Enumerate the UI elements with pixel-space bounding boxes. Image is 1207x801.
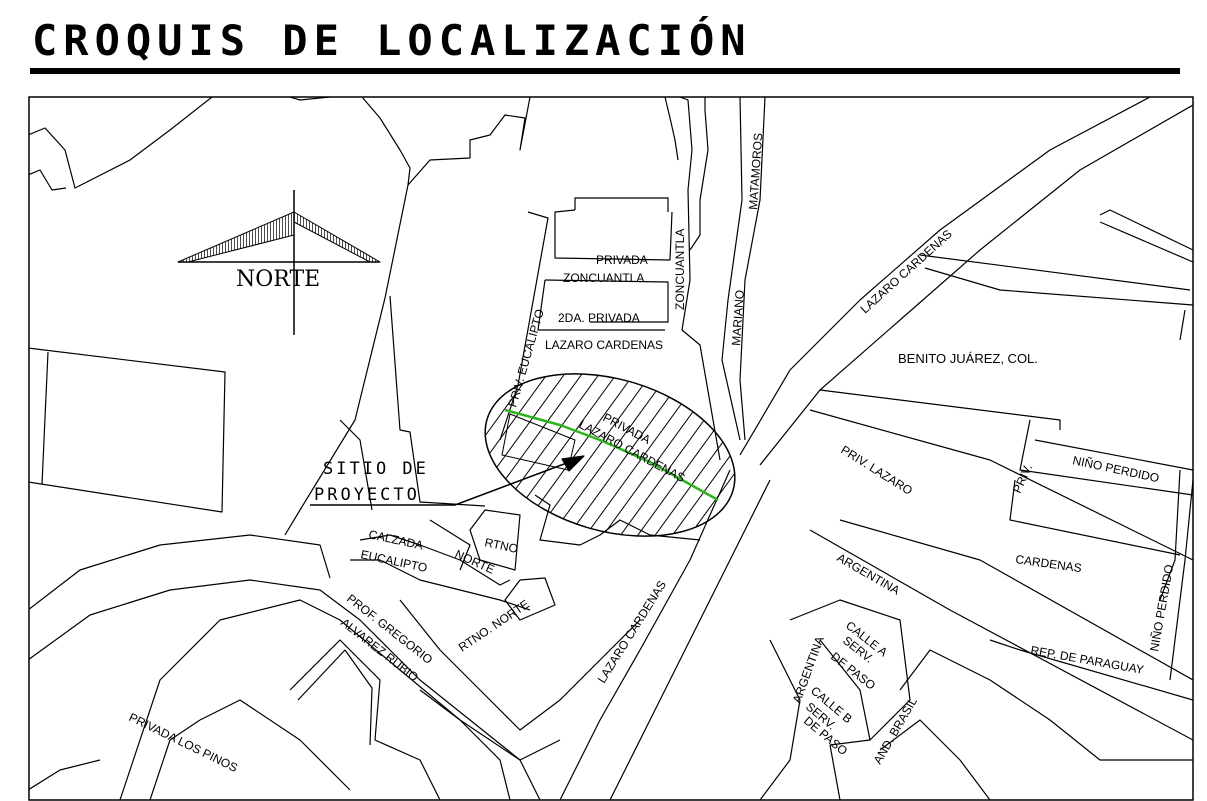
street-segunda-privada: 2DA. PRIVADA [558,311,640,325]
site-label-line2: PROYECTO [314,485,420,505]
street-lazaro-cardenas-south: LAZARO CARDENAS [595,578,669,686]
map-title: CROQUIS DE LOCALIZACIÓN [32,16,752,65]
block-northwest [29,97,213,191]
street-rep-paraguay: REP. DE PARAGUAY [1029,643,1144,677]
site-label-line1: SITIO DE [323,459,429,479]
street-nino-perdido: NIÑO PERDIDO [1071,453,1160,485]
blocks-east [809,209,1193,741]
street-calzada: CALZADA [367,527,424,552]
colony-benito-juarez: BENITO JUÁREZ, COL. [898,351,1038,366]
street-lazaro-cardenas-ne: LAZARO CARDENAS [858,227,955,316]
street-priv-lazaro: PRIV. LAZARO [838,443,915,498]
street-cardenas: CARDENAS [1015,552,1083,575]
block-north-streets [499,97,721,461]
project-site-area [484,373,736,537]
street-lazaro-cardenas-top: LAZARO CARDENAS [545,338,663,352]
street-zoncuantla: ZONCUANTLA [563,271,644,285]
blocks-south-central [350,494,701,761]
road-lazaro-cardenas [559,97,1193,800]
road-prof-gregorio [29,534,541,800]
street-mariano: MARIANO [729,289,747,346]
street-norte: NORTE [453,547,497,577]
road-matamoros [721,97,766,441]
street-rtno-norte: RTNO. NORTE [456,597,532,655]
street-nino-perdido-vertical: NIÑO PERDIDO [1147,563,1176,652]
north-arrow-icon [177,190,381,335]
street-argentina: ARGENTINA [835,550,903,597]
street-privada: PRIVADA [596,253,648,267]
block-central [284,97,531,536]
map-border [28,96,1194,801]
block-west [29,347,226,513]
blocks-southeast [759,599,1193,800]
street-matamoros: MATAMOROS [746,133,765,211]
project-street-line [504,408,719,502]
street-and-brasil: AND. BRASIL [870,695,920,767]
street-priv-short: PRIV. [1010,462,1035,495]
street-privada-los-pinos: PRIVADA LOS PINOS [127,710,240,775]
title-underline [30,68,1180,74]
north-label: NORTE [236,267,320,292]
street-zoncuantla-vertical: ZONCUANTLA [673,229,687,310]
location-map: NORTE SITIO DE PROYECTO PRIVADA ZONCUANT… [28,96,1194,801]
blocks-southwest [29,639,441,800]
site-pointer-arrow [310,455,585,506]
street-rtno: RTNO [483,535,519,556]
